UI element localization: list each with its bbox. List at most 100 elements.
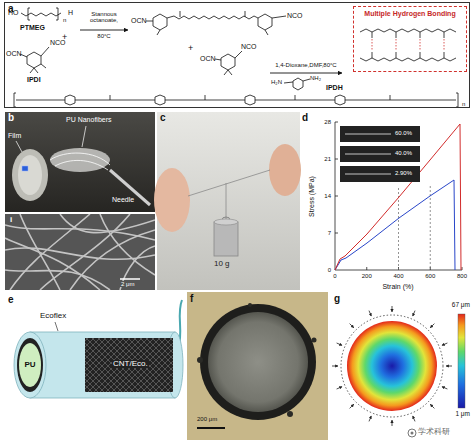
ptmeg-structure-part: [21, 13, 61, 16]
compound-name: PTMEG: [20, 24, 45, 31]
ipdi-structure: [215, 51, 242, 75]
cross-section-photo-part: [187, 292, 328, 440]
hydrogen-bond-sketch-part: [372, 39, 444, 51]
deformation-map-part: [458, 314, 465, 408]
watermark-logo-part: [408, 429, 416, 437]
chem-label: NCO: [50, 39, 66, 46]
hydrogen-bond-sketch-part: [396, 32, 397, 38]
cross-section-photo-part: [312, 338, 317, 343]
chem-label: OCN: [131, 17, 147, 24]
strain-label: 40.0%: [395, 150, 412, 156]
colorbar-label: 1 μm: [455, 411, 470, 418]
chem-label: H: [68, 9, 73, 16]
electrospinning-photo-part: [110, 170, 150, 205]
deformation-map-part-part: [392, 420, 393, 426]
sem-image-part-part: [5, 248, 155, 259]
ipdi-structure-part: [235, 51, 242, 58]
sem-image-part: [120, 278, 140, 280]
panel-letter: i: [9, 216, 13, 224]
deformation-map-part: [332, 306, 452, 426]
reaction-arrow: [270, 73, 342, 74]
stress-strain-chart-part: [335, 124, 461, 270]
fiber-sketch-part: [85, 338, 173, 392]
prepolymer-structure-part: [265, 30, 268, 35]
cross-section-photo-part: [197, 357, 203, 363]
cross-section-photo-part: [287, 411, 293, 417]
hydrogen-bond-sketch-part-part: [372, 39, 373, 51]
prepolymer-structure-part: [245, 11, 246, 17]
hydrogen-bond-sketch-part: [360, 58, 456, 61]
stress-strain-chart-part: [398, 188, 399, 270]
chem-label: OCN: [6, 50, 22, 57]
hydrogen-bond-sketch-part: [372, 32, 373, 38]
watermark-logo-part: [411, 432, 414, 435]
photo-label: Needle: [112, 196, 134, 203]
weight-photo-part: [214, 222, 238, 256]
stress-strain-chart-part: [340, 146, 420, 162]
weight-photo: [154, 112, 301, 290]
stress-strain-chart-part: [430, 186, 431, 270]
electrospinning-photo-part: [82, 126, 86, 147]
prepolymer-structure: [146, 11, 286, 35]
tick-label: 800: [457, 273, 467, 279]
sem-image-part-part: [20, 214, 60, 290]
reaction-arrow-part: [270, 73, 342, 74]
polymer-chain-part: [205, 95, 206, 100]
layer-label: PU: [24, 361, 35, 369]
hydrogen-bond-sketch: [360, 29, 456, 61]
ipdh-structure: [284, 78, 310, 90]
prepolymer-structure-part: [258, 14, 272, 30]
strain-label: 2.90%: [395, 170, 412, 176]
reaction-condition: Stannous octanoate,: [79, 11, 129, 23]
panel-letter: d: [302, 113, 308, 123]
weight-photo-part: [188, 170, 270, 196]
fiber-sketch-part: [14, 332, 46, 398]
sem-image-part-part: [70, 230, 155, 290]
ipdi-structure-part: [221, 54, 235, 70]
cross-section-photo-part: [208, 312, 308, 412]
tick-label: 21: [324, 156, 331, 162]
fiber-sketch-part: [85, 338, 173, 392]
ptmeg-structure-part: [28, 8, 30, 20]
stress-strain-chart-part: [335, 180, 455, 270]
watermark: 学术科研: [418, 428, 450, 436]
prepolymer-structure-part: [272, 16, 286, 18]
fiber-sketch-part: [19, 343, 41, 387]
deformation-map-part-part: [350, 324, 354, 328]
hydrogen-bond-sketch-part-part: [396, 39, 397, 51]
deformation-map-part-part: [337, 387, 343, 389]
deformation-map-part-part: [413, 311, 415, 317]
polymer-chain-part: [65, 95, 75, 105]
reaction-condition: 1,4-Dioxane,DMF,80°C: [275, 62, 336, 68]
sem-image-part-part: [120, 246, 155, 290]
bonding-box: Multiple Hydrogen Bonding: [353, 6, 467, 72]
hydrogen-bond-sketch-part: [360, 29, 456, 32]
electrospinning-photo-part: [50, 153, 110, 170]
axis-title: Stress (MPa): [308, 176, 315, 217]
polymer-chain-part: [245, 95, 255, 105]
panel-letter: e: [8, 295, 14, 305]
tick-label: 7: [328, 230, 331, 236]
electrospinning-photo-part: [50, 148, 110, 172]
compound-name: IPDI: [27, 76, 41, 83]
stress-strain-chart-part: [345, 134, 391, 135]
electrospinning-photo-part: [22, 166, 28, 171]
stress-strain-chart-part: [345, 154, 391, 155]
electrospinning-photo-part: [12, 149, 48, 201]
chem-label: NH₂: [310, 75, 321, 81]
stress-strain-chart-part: [340, 126, 420, 142]
ipdh-structure-part: [303, 79, 310, 81]
panel-frame: Multiple Hydrogen Bondinga: [4, 2, 470, 108]
ipdi-structure-part: [41, 64, 46, 68]
deformation-map-part-part: [369, 311, 371, 317]
prepolymer-structure-part: [153, 14, 167, 30]
repeat-index: n: [462, 101, 465, 107]
photo-label: Film: [8, 132, 21, 139]
sem-image-part-part: [5, 270, 110, 290]
ptmeg-structure-part: [56, 8, 58, 20]
fiber-sketch-part: [17, 338, 43, 392]
layer-label: CNT/Eco.: [112, 360, 149, 368]
electrospinning-photo-part: [18, 155, 42, 195]
polymer-chain-part: [456, 93, 458, 107]
